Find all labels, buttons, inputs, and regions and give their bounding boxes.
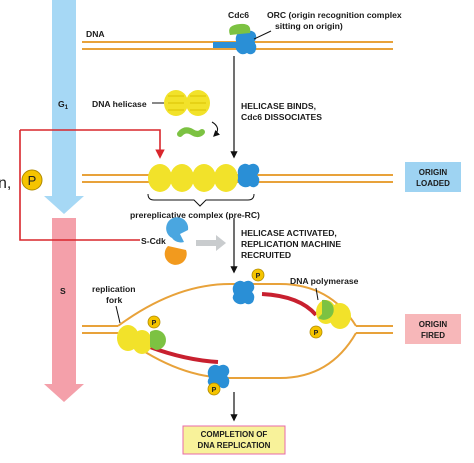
s-label: S <box>60 286 66 296</box>
s-cdk-complex <box>164 217 189 265</box>
svg-text:COMPLETION OF: COMPLETION OF <box>201 430 268 439</box>
svg-text:ORIGIN: ORIGIN <box>419 320 448 329</box>
dna-polymerase-label: DNA polymerase <box>290 276 359 286</box>
svg-text:FIRED: FIRED <box>421 331 445 340</box>
step2-line3: RECRUITED <box>241 250 291 260</box>
orc-label-line2: sitting on origin) <box>275 21 343 31</box>
phospho-orc-top: P <box>251 268 265 282</box>
dna-helicase-label: DNA helicase <box>92 99 147 109</box>
completion-box: COMPLETION OF DNA REPLICATION <box>182 425 286 455</box>
orc-fired-bottom <box>207 364 230 389</box>
s-cdk-arrow <box>196 235 226 251</box>
origin-fired-badge: ORIGIN FIRED <box>405 314 461 344</box>
cdc6-dissociated <box>177 127 205 137</box>
svg-text:LOADED: LOADED <box>416 179 450 188</box>
replication-fork-label-line1: replication <box>92 284 135 294</box>
new-strand-right <box>261 292 318 317</box>
step1-line1: HELICASE BINDS, <box>241 101 316 111</box>
svg-text:DNA REPLICATION: DNA REPLICATION <box>198 441 271 450</box>
right-fork-helicase <box>316 300 351 329</box>
left-partial-text: n, <box>0 175 11 192</box>
pre-rc-helicases <box>148 164 238 192</box>
svg-text:P: P <box>256 273 261 280</box>
phospho-orc-bottom: P <box>207 382 221 396</box>
origin-loaded-badge: ORIGIN LOADED <box>405 162 461 192</box>
left-fork-polymerase <box>150 329 167 350</box>
g1-phase-bar <box>44 0 84 214</box>
cdc6-label: Cdc6 <box>228 10 249 20</box>
step2-line1: HELICASE ACTIVATED, <box>241 228 337 238</box>
helicase-hexamer <box>164 90 210 116</box>
orc-label-line1: ORC (origin recognition complex <box>267 10 402 20</box>
s-cdk-signal-line <box>19 130 140 241</box>
s-phase-bar <box>44 218 84 402</box>
svg-text:ORIGIN: ORIGIN <box>419 168 448 177</box>
helicase-signal-line <box>20 129 165 159</box>
s-cdk-label: S-Cdk <box>141 236 166 246</box>
polymerase-pointer <box>315 287 319 301</box>
orc-fired-top <box>232 280 255 305</box>
replication-bubble <box>82 283 393 379</box>
orc-complex-2 <box>237 163 260 188</box>
pre-rc-bracket <box>147 193 255 207</box>
step2-line2: REPLICATION MACHINE <box>241 239 341 249</box>
phospho-right-fork: P <box>309 325 323 339</box>
left-fork-helicase <box>117 325 152 354</box>
svg-text:P: P <box>212 387 217 394</box>
dna-label: DNA <box>86 29 105 39</box>
phospho-left-fork: P <box>147 315 161 329</box>
cdc6-protein <box>229 23 251 35</box>
svg-text:P: P <box>28 173 37 188</box>
orc-pointer <box>253 30 272 40</box>
pre-rc-label: prereplicative complex (pre-RC) <box>130 210 260 220</box>
step1-line2: Cdc6 DISSOCIATES <box>241 112 322 122</box>
right-fork-polymerase <box>318 299 334 320</box>
orc-complex <box>235 30 257 55</box>
phospho-badge-left: P <box>21 169 43 191</box>
svg-text:P: P <box>152 320 157 327</box>
g1-label: G1 <box>58 99 69 111</box>
svg-text:P: P <box>314 330 319 337</box>
fork-pointer <box>115 305 121 324</box>
dissociate-arrow <box>211 121 221 137</box>
replication-fork-label-line2: fork <box>106 295 122 305</box>
